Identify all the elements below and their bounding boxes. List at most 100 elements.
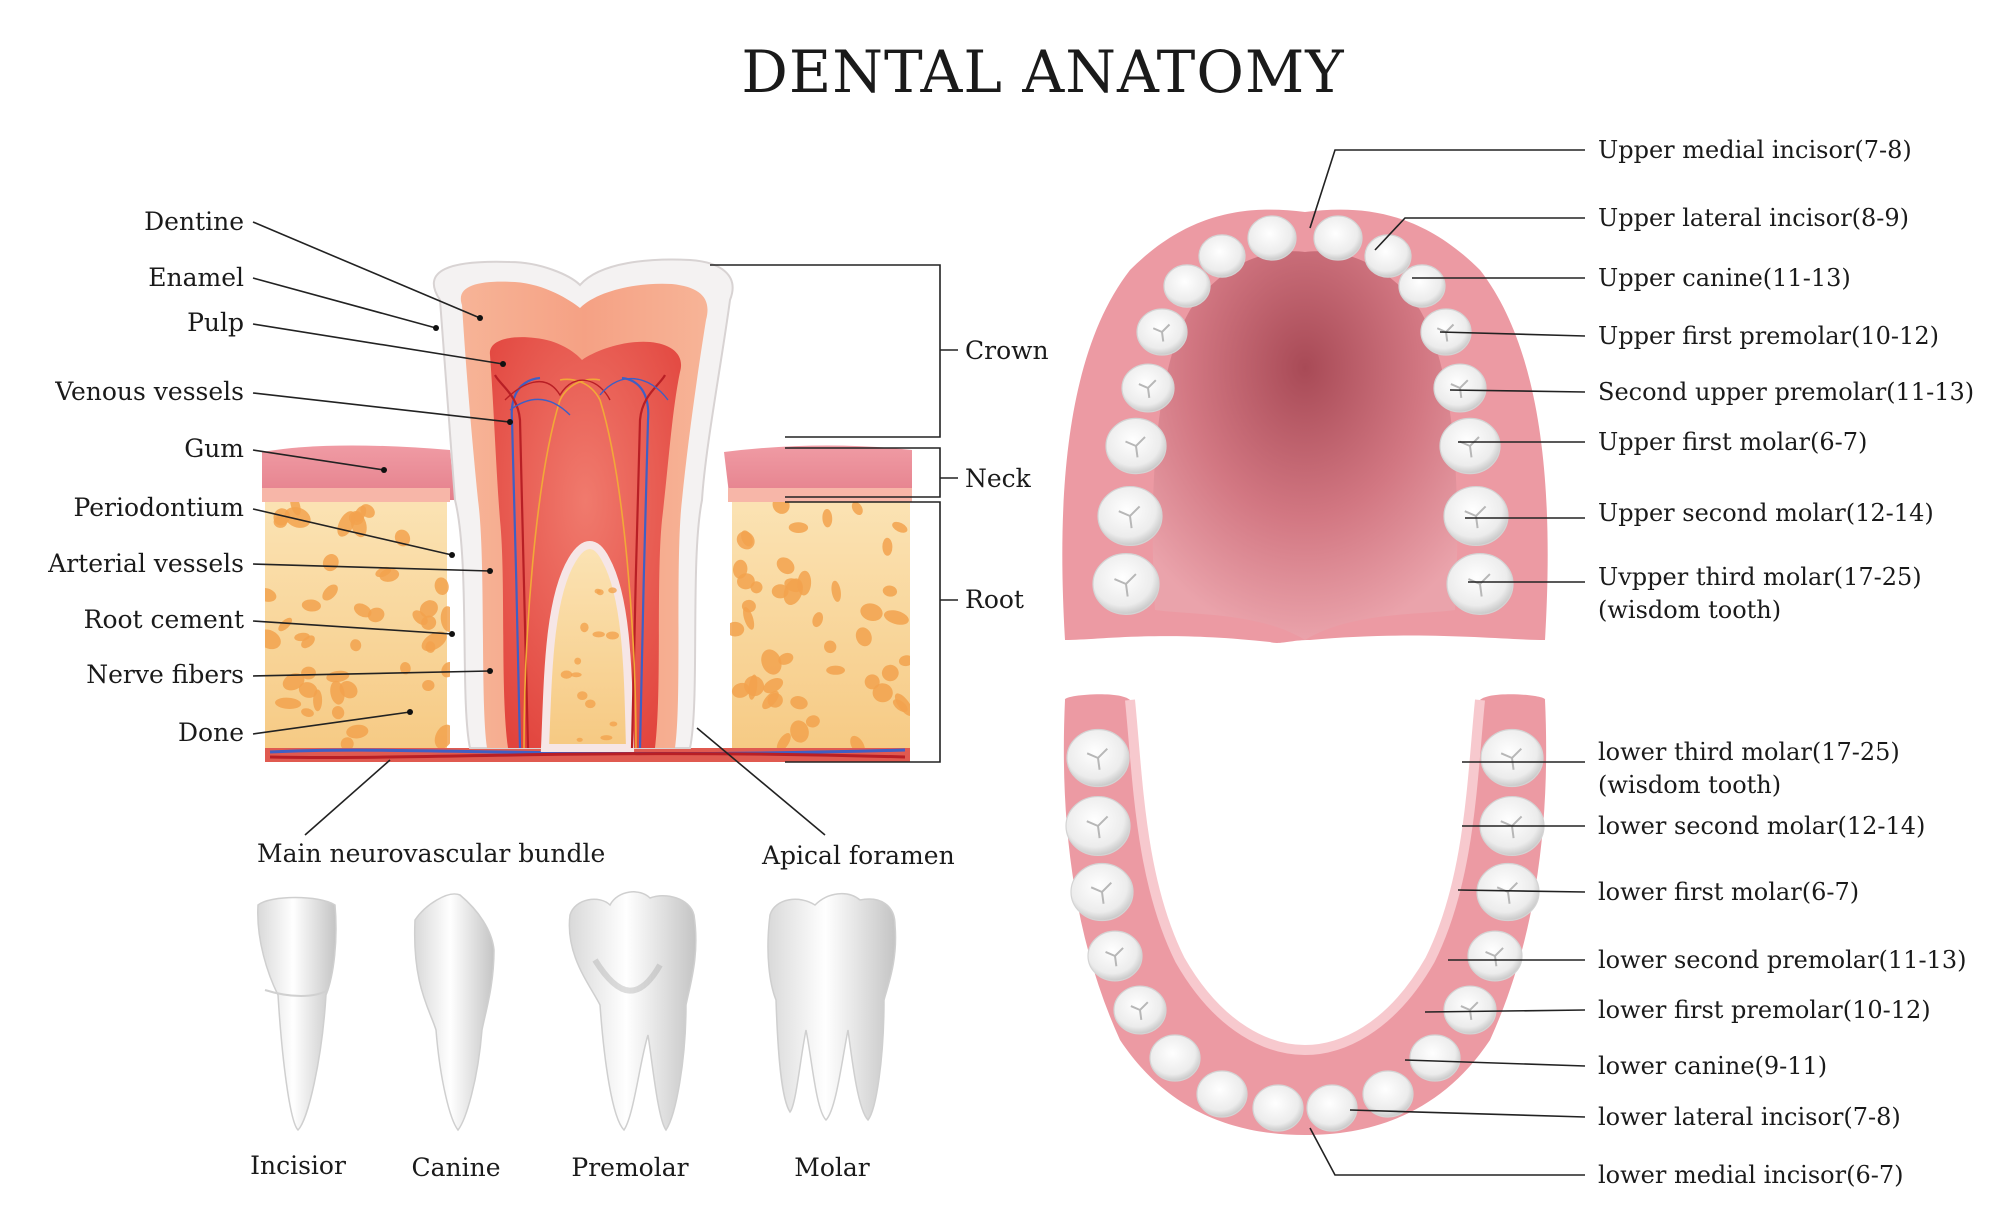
bone-spot <box>330 680 345 705</box>
bone-spot <box>741 530 753 547</box>
arch-tooth <box>1313 215 1363 261</box>
bone-spot <box>340 737 354 751</box>
cross-section-leaders <box>252 221 826 836</box>
bone-spot <box>730 621 745 637</box>
arch-tooth <box>1163 264 1211 308</box>
tooth-fissure <box>1105 947 1124 967</box>
tooth-fissure <box>1114 573 1137 597</box>
bone-spot <box>419 600 438 618</box>
tooth-fissure <box>1130 1001 1149 1021</box>
bone-spot <box>592 631 605 638</box>
tooth-fissure <box>1138 379 1157 399</box>
label-upper-wisdom-tooth: (wisdom tooth) <box>1598 596 1781 624</box>
molar-tooth <box>767 893 897 1122</box>
bone-spot <box>301 599 321 612</box>
bone-spot <box>763 677 784 694</box>
label-upper-canine: Upper canine(11-13) <box>1598 264 1851 292</box>
upper-palate <box>1152 251 1458 641</box>
tooth-cross-section: Crown Neck Root <box>47 207 1048 870</box>
upper-leaders <box>1309 149 1586 583</box>
bone-spot <box>826 665 845 675</box>
tooth-fissure <box>1496 881 1519 904</box>
arch-tooth <box>1409 1034 1461 1082</box>
bone-spot <box>422 679 435 692</box>
label-tooth-canine: Canine <box>411 1153 500 1182</box>
lower-jaw <box>1063 694 1547 1135</box>
bone-spot <box>743 607 755 630</box>
bone-spot <box>596 589 604 596</box>
bone-spot <box>606 631 619 640</box>
bone-spot <box>898 655 910 667</box>
bone-spot <box>367 607 385 623</box>
label-tooth-premolar: Premolar <box>571 1153 688 1182</box>
gum-left <box>262 445 455 502</box>
arch-tooth <box>1198 234 1246 278</box>
upper-teeth <box>1092 215 1514 615</box>
lower-leaders <box>1309 761 1586 1176</box>
bone-spot <box>298 682 318 698</box>
label-second-upper-premolar: Second upper premolar(11-13) <box>1598 378 1974 406</box>
label-pulp: Pulp <box>187 308 244 337</box>
label-lower-second-molar: lower second molar(12-14) <box>1598 812 1925 840</box>
bone-spot <box>434 724 450 749</box>
bone-spot <box>732 559 748 579</box>
bone-spot <box>609 721 618 727</box>
bone-spot <box>574 657 582 665</box>
base-vessel-artery <box>269 752 906 759</box>
arch-tooth <box>1247 215 1297 261</box>
bone-spot <box>778 652 794 665</box>
bone-spot <box>434 577 449 596</box>
bone-spot <box>322 584 338 601</box>
incisor-tooth <box>257 896 337 1132</box>
bone-spot <box>881 664 899 682</box>
bone-spot <box>577 691 588 700</box>
label-upper-second-molar: Upper second molar(12-14) <box>1598 499 1934 527</box>
bone-spot <box>872 683 893 703</box>
bone-spot <box>776 557 795 575</box>
zone-label-root: Root <box>965 585 1024 614</box>
label-lower-first-molar: lower first molar(6-7) <box>1598 878 1859 906</box>
tooth-fissure <box>1086 747 1109 770</box>
bone-spot <box>580 622 589 633</box>
bone-spot <box>353 603 372 618</box>
tooth-types: Incisior Canine Premolar Molar <box>250 891 897 1182</box>
bone-right <box>732 498 910 762</box>
label-nerve-fibers: Nerve fibers <box>86 660 244 689</box>
label-apical-foramen: Apical foramen <box>761 841 955 870</box>
label-upper-lateral-incisor: Upper lateral incisor(8-9) <box>1598 204 1909 232</box>
label-lower-canine: lower canine(9-11) <box>1598 1052 1827 1080</box>
bone-spot <box>812 612 824 628</box>
bone-spot <box>750 581 763 594</box>
bone-spot <box>346 724 369 739</box>
bone-spot <box>354 505 367 522</box>
gum-band-left <box>262 488 450 502</box>
label-lower-first-premolar: lower first premolar(10-12) <box>1598 996 1931 1024</box>
bone-spots-right <box>730 500 910 755</box>
label-enamel: Enamel <box>148 263 244 292</box>
bone-spot <box>762 690 779 710</box>
bone-spot <box>822 509 833 528</box>
bone-spot <box>790 720 809 743</box>
arch-tooth <box>1196 1070 1248 1118</box>
arch-tooth <box>1252 1084 1304 1132</box>
label-arterial-vessels: Arterial vessels <box>47 549 244 578</box>
bone-spot <box>776 733 791 752</box>
arch-tooth <box>1398 264 1446 308</box>
tooth-fissure <box>1118 505 1141 529</box>
bone-spot <box>331 706 345 720</box>
bone-spot <box>350 639 362 652</box>
bone-spot <box>441 661 450 678</box>
tooth-fissure <box>1125 436 1146 458</box>
lower-gum <box>1063 694 1547 1135</box>
bone-spot <box>831 580 841 602</box>
bone-spot <box>440 606 450 632</box>
bone-spot <box>265 629 281 650</box>
bone-spot <box>761 649 782 675</box>
bone-spot <box>860 603 883 622</box>
label-dentine: Dentine <box>144 207 244 236</box>
gum-band-right <box>728 488 912 502</box>
bone-spots-left <box>265 500 450 751</box>
arch-tooth <box>1364 234 1412 278</box>
bone-spot <box>788 522 809 534</box>
